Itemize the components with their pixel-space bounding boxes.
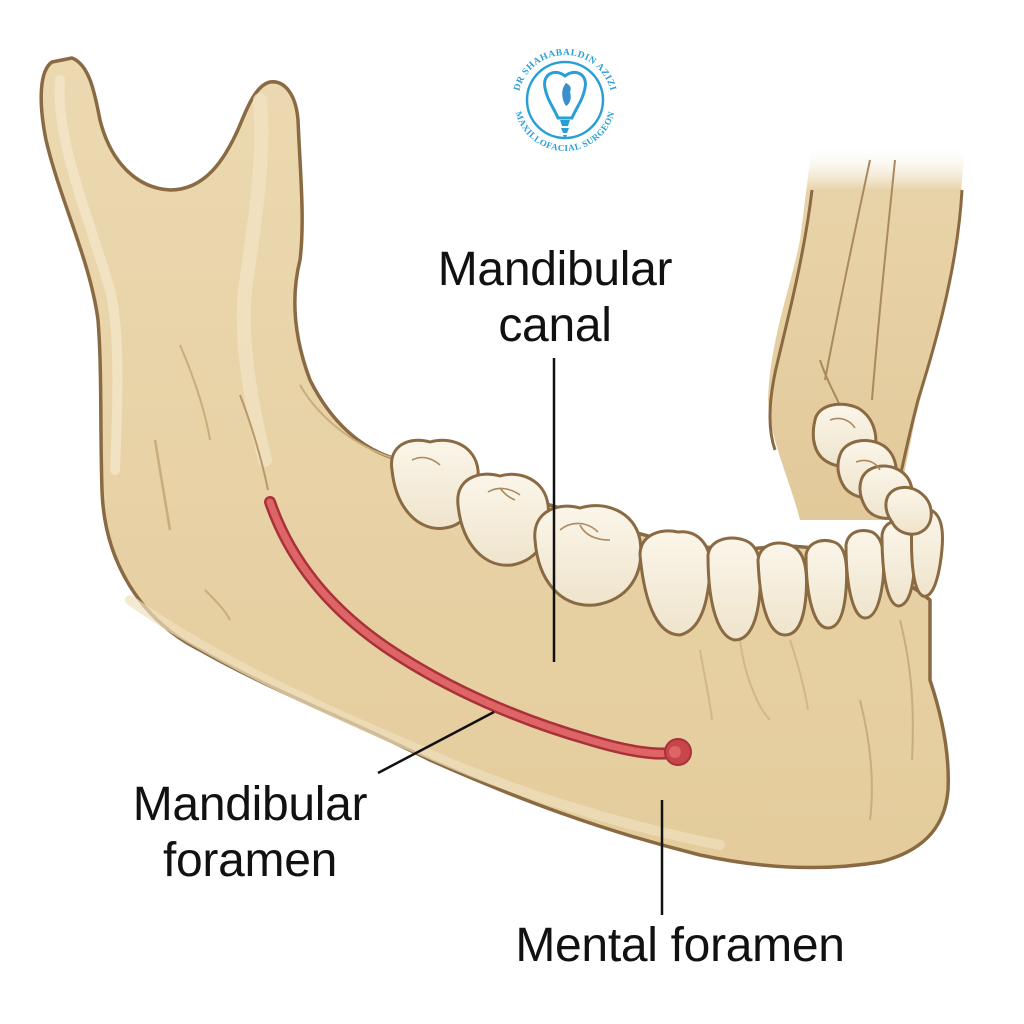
label-mandibular-foramen-line2: foramen <box>163 834 337 887</box>
premolar-1 <box>706 536 763 642</box>
mandible-body <box>39 56 951 870</box>
label-mental-foramen: Mental foramen <box>490 918 870 974</box>
leader-mandibular-foramen <box>377 710 495 775</box>
molar-1 <box>533 504 643 607</box>
surgeon-logo: DR SHAHABALDIN AZIZI MAXILLOFACIAL SURGE… <box>500 38 630 160</box>
tooth-implant-icon <box>543 71 587 139</box>
label-mental-foramen-text: Mental foramen <box>515 919 845 972</box>
leader-lines <box>377 358 664 915</box>
label-mandibular-foramen-line1: Mandibular <box>132 778 368 831</box>
teeth <box>390 402 944 642</box>
canine <box>756 541 809 637</box>
tooth-cusps <box>411 417 881 541</box>
molar-3 <box>390 438 480 530</box>
label-mandibular-canal-line1: Mandibular <box>437 243 673 296</box>
label-mandibular-canal-line2: canal <box>498 299 612 352</box>
incisor-1 <box>804 539 849 630</box>
far-premolar <box>884 486 933 536</box>
logo-badge: DR SHAHABALDIN AZIZI MAXILLOFACIAL SURGE… <box>512 48 617 153</box>
mandibular-canal-nerve <box>264 496 692 766</box>
label-mandibular-foramen: Mandibular foramen <box>100 777 400 889</box>
label-mandibular-canal: Mandibular canal <box>405 242 705 354</box>
incisor-2 <box>844 529 886 620</box>
molar-2 <box>456 472 551 567</box>
